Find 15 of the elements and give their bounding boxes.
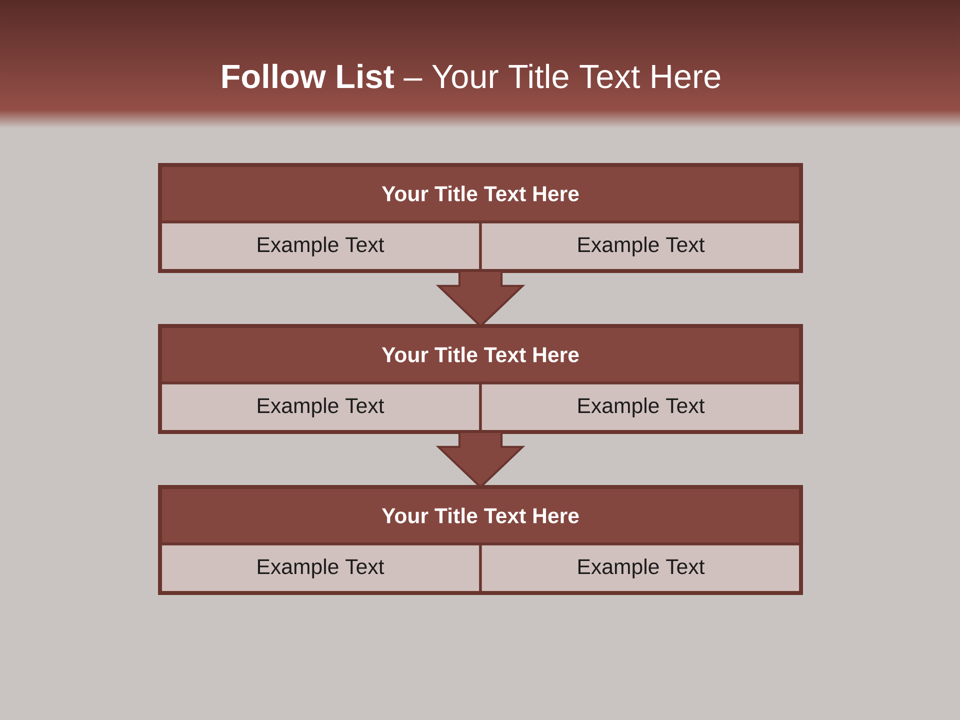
list-block (158, 324, 803, 434)
text-cell: Example Text (479, 542, 802, 594)
text-cell: Example Text (158, 220, 482, 272)
down-arrow (436, 270, 526, 328)
text-cell: Example Text (479, 220, 802, 272)
list-block (158, 163, 803, 273)
title-band: Your Title Text Here (158, 324, 802, 384)
text-cell: Example Text (158, 542, 482, 594)
down-arrow (436, 430, 526, 488)
text-cell: Example Text (158, 382, 482, 434)
list-block (158, 484, 803, 595)
slide-title: Follow List – Your Title Text Here (222, 64, 720, 88)
title-band: Your Title Text Here (158, 164, 802, 224)
title-band: Your Title Text Here (158, 486, 802, 546)
text-cell: Example Text (479, 382, 802, 434)
